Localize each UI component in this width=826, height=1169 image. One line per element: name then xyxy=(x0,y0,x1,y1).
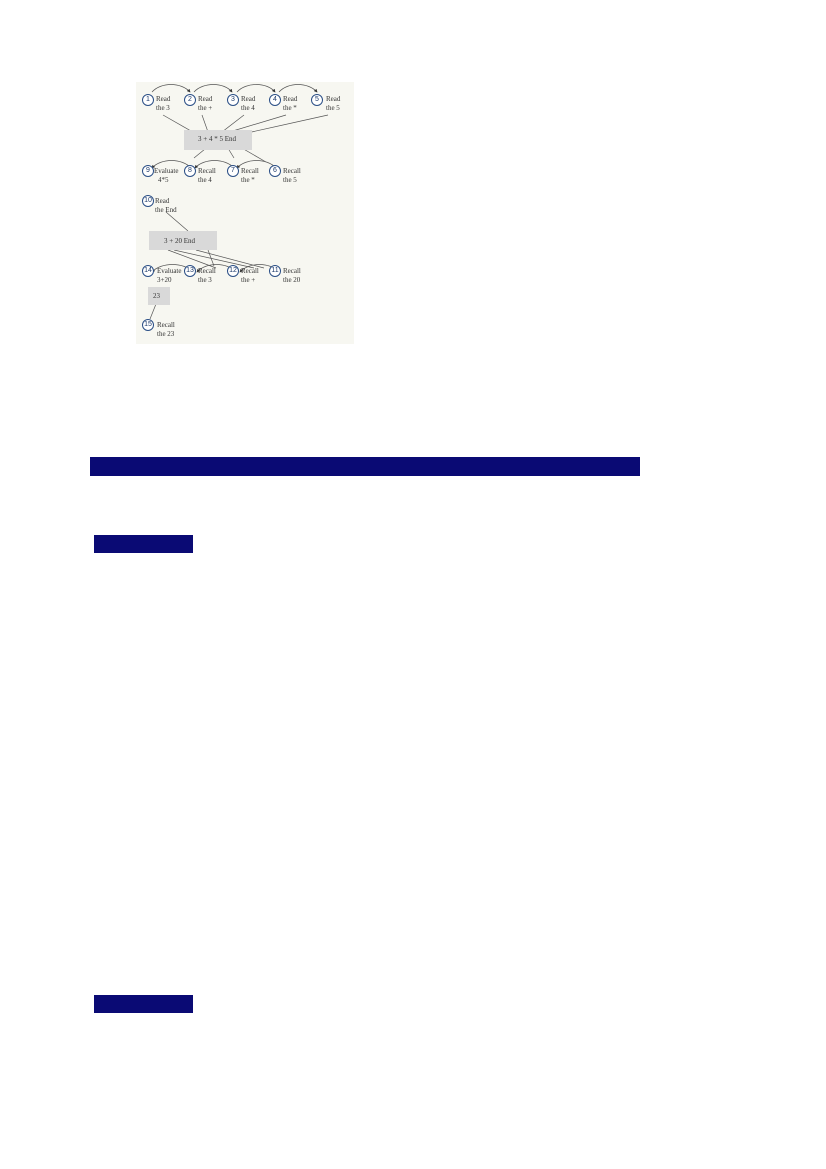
section-tab-1 xyxy=(94,535,193,553)
result-box xyxy=(148,287,170,305)
step-number-badge: 6 xyxy=(269,165,281,177)
step-number-badge: 5 xyxy=(311,94,323,106)
result-text: 23 xyxy=(153,292,160,300)
step-number-badge: 15 xyxy=(142,319,154,331)
step-number-badge: 8 xyxy=(184,165,196,177)
step-number-badge: 9 xyxy=(142,165,154,177)
expression-text-1: 3 + 4 * 5 End xyxy=(198,135,236,143)
step-number-badge: 2 xyxy=(184,94,196,106)
step-number-badge: 13 xyxy=(184,265,196,277)
section-tab-2 xyxy=(94,995,193,1013)
step-number-badge: 11 xyxy=(269,265,281,277)
step-number-badge: 12 xyxy=(227,265,239,277)
expression-text-2: 3 + 20 End xyxy=(164,237,195,245)
step-number-badge: 7 xyxy=(227,165,239,177)
expression-box-1 xyxy=(184,130,252,150)
step-number-badge: 3 xyxy=(227,94,239,106)
step-number-badge: 14 xyxy=(142,265,154,277)
section-header-bar xyxy=(90,457,640,476)
step-number-badge: 1 xyxy=(142,94,154,106)
step-number-badge: 10 xyxy=(142,195,154,207)
expression-box-2 xyxy=(149,231,217,250)
step-number-badge: 4 xyxy=(269,94,281,106)
